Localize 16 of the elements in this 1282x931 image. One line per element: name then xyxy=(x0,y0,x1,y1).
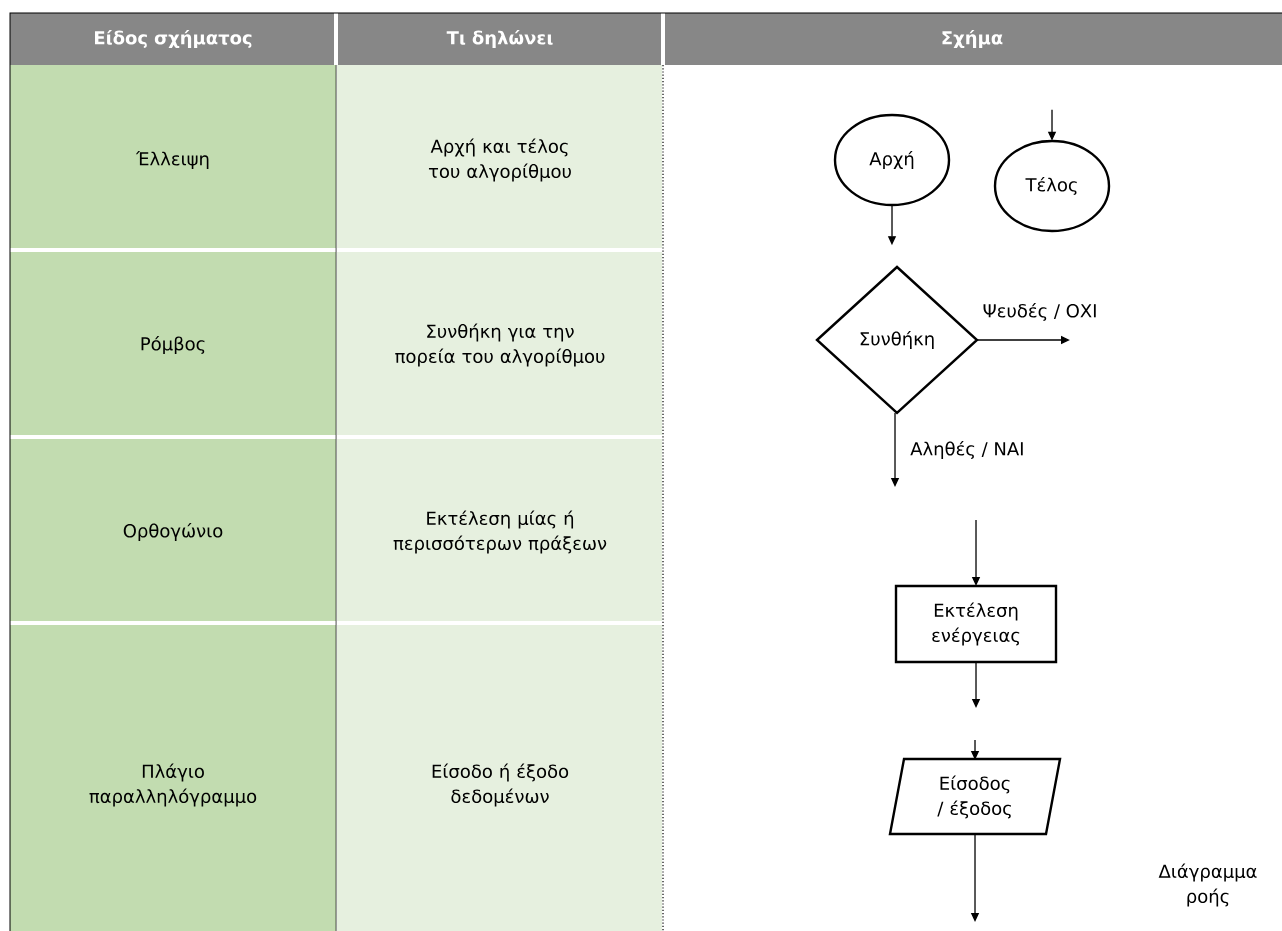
column-header: Τι δηλώνει xyxy=(446,29,553,49)
cell-text: Έλλειψη xyxy=(135,150,209,170)
column-header: Είδος σχήματος xyxy=(95,29,252,49)
io-parallelogram: Είσοδος / έξοδος xyxy=(888,757,1062,836)
process-box: Εκτέλεση ενέργειας xyxy=(894,584,1058,664)
edge-label: Ψευδές / ΟΧΙ xyxy=(983,302,1096,322)
cell-text: Αρχή και τέλος του αλγορίθμου xyxy=(428,138,571,182)
caption: Διάγραμμα ροής xyxy=(1158,863,1257,907)
cell-text: Πλάγιο παραλληλόγραμμο xyxy=(89,763,257,807)
cell-text: Συνθήκη για την πορεία του αλγορίθμου xyxy=(395,323,605,367)
cell-text: Ορθογώνιο xyxy=(123,522,223,542)
cell-text: Ρόμβος xyxy=(141,335,205,355)
cell-text: Εκτέλεση μίας ή περισσότερων πράξεων xyxy=(393,510,607,554)
cell-text: Είσοδο ή έξοδο δεδομένων xyxy=(432,763,569,807)
column-header: Σχήμα xyxy=(942,29,1003,49)
edge-label: Αληθές / ΝΑΙ xyxy=(910,440,1023,460)
